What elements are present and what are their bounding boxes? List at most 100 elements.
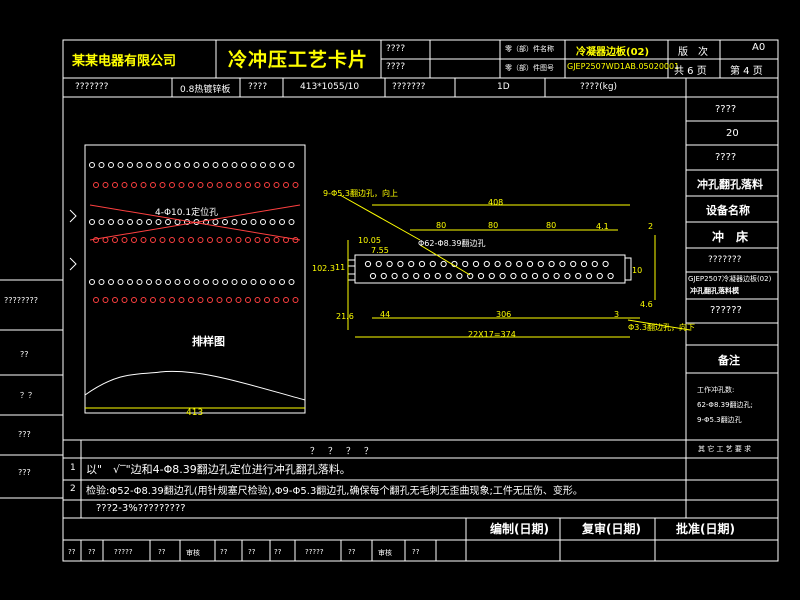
hole-mark <box>140 297 147 303</box>
dim-4-1: 4.1 <box>596 222 609 231</box>
hole-mark <box>89 162 95 168</box>
hole-mark <box>108 219 114 225</box>
dim-44: 44 <box>380 310 391 319</box>
hole-mark <box>245 182 251 188</box>
hole-mark <box>434 272 441 280</box>
hole-mark <box>117 219 124 225</box>
process-name-label: ???? <box>715 152 737 163</box>
hole-mark <box>102 297 109 303</box>
hole-mark <box>131 237 137 243</box>
hole-mark <box>288 162 295 168</box>
hole-mark <box>146 279 152 285</box>
hole-mark <box>260 279 266 285</box>
weight-label: ????(kg) <box>580 82 618 92</box>
dim-2: 2 <box>648 222 654 231</box>
layout-label: 排样图 <box>192 335 225 348</box>
left-label-4: ??? <box>18 430 31 439</box>
hole-mark <box>150 237 156 243</box>
hole-mark <box>131 182 137 188</box>
unknown-field-1: ???? <box>386 44 406 54</box>
hole-mark <box>188 297 194 303</box>
hole-mark <box>369 272 377 280</box>
hole-mark <box>264 182 270 188</box>
hole-mark <box>226 182 232 188</box>
footer-cell: ????? <box>305 548 324 556</box>
hole-mark <box>136 219 143 225</box>
hole-mark <box>174 162 181 168</box>
total-pages: 共 6 页 <box>674 66 707 77</box>
hole-mark <box>117 162 124 168</box>
hole-mark <box>254 237 261 243</box>
flange-up-note: 9-Φ5.3翻边孔，向上 <box>323 189 398 198</box>
hole-mark <box>165 279 171 285</box>
hole-mark <box>364 260 372 268</box>
left-label-1: ???????? <box>4 296 38 305</box>
footer-cell: ????? <box>114 548 133 556</box>
hole-mark <box>222 279 228 285</box>
hole-mark <box>159 297 166 303</box>
dim-102-3: 102.3 <box>312 264 335 273</box>
hole-mark <box>537 260 544 268</box>
hole-mark <box>89 279 95 285</box>
footer-cell: ?? <box>412 548 420 556</box>
hole-mark <box>269 279 276 285</box>
hole-mark <box>121 297 128 303</box>
hole-mark <box>260 219 266 225</box>
hole-mark <box>250 162 257 168</box>
left-label-5: ??? <box>18 468 31 477</box>
hole-mark <box>531 272 539 280</box>
hole-mark <box>596 272 603 280</box>
hole-mark <box>169 237 175 243</box>
hole-mark <box>178 182 185 188</box>
page-number: 第 4 页 <box>730 66 763 77</box>
hole-mark <box>472 260 480 268</box>
hole-mark <box>184 162 190 168</box>
remark-line-2: 62-Φ8.39翻边孔; <box>697 401 753 409</box>
remarks-label: 备注 <box>718 354 740 367</box>
hole-mark <box>467 272 474 280</box>
hole-mark <box>98 219 105 225</box>
width-dimension: 413 <box>186 408 204 418</box>
hole-mark <box>146 219 152 225</box>
hole-mark <box>264 237 270 243</box>
flange-hole-note: Φ62-Φ8.39翻边孔 <box>418 239 486 248</box>
hole-mark <box>159 237 166 243</box>
hole-mark <box>288 219 295 225</box>
process-no-value: 20 <box>726 128 739 139</box>
hole-mark <box>580 260 588 268</box>
hole-mark <box>155 162 162 168</box>
dim-10: 10 <box>632 266 643 275</box>
hole-mark <box>203 279 209 285</box>
hole-mark <box>548 260 555 268</box>
hole-mark <box>235 182 242 188</box>
flange-down-note: Φ3.3翻边孔，向下 <box>628 323 696 332</box>
hole-mark <box>140 182 147 188</box>
hole-mark <box>585 272 593 280</box>
hole-mark <box>283 182 289 188</box>
step-1-text: 以" √‾"边和4-Φ8.39翻边孔定位进行冲孔翻孔落料。 <box>86 463 351 476</box>
hole-mark <box>254 182 261 188</box>
footer-cell: ?? <box>68 548 76 556</box>
tooling-value-1: GJEP2507冷凝器边板(02) <box>688 275 772 283</box>
hole-mark <box>121 182 128 188</box>
hole-mark <box>93 297 99 303</box>
hole-mark <box>108 279 114 285</box>
process-no-label: ???? <box>715 104 737 115</box>
hole-mark <box>260 162 266 168</box>
footer-cell: ?? <box>158 548 166 556</box>
hole-mark <box>112 297 118 303</box>
process-name-value: 冲孔翻孔落料 <box>697 178 763 191</box>
hole-mark <box>521 272 528 280</box>
hole-mark <box>231 162 238 168</box>
hole-mark <box>483 260 490 268</box>
hole-mark <box>98 162 105 168</box>
remark-line-1: 工作冲孔数: <box>697 386 735 394</box>
hole-mark <box>283 297 289 303</box>
hole-mark <box>288 279 295 285</box>
hole-mark <box>602 260 609 268</box>
hole-mark <box>429 260 436 268</box>
hole-mark <box>462 260 469 268</box>
hole-mark <box>98 279 105 285</box>
material-label: ??????? <box>75 82 109 92</box>
